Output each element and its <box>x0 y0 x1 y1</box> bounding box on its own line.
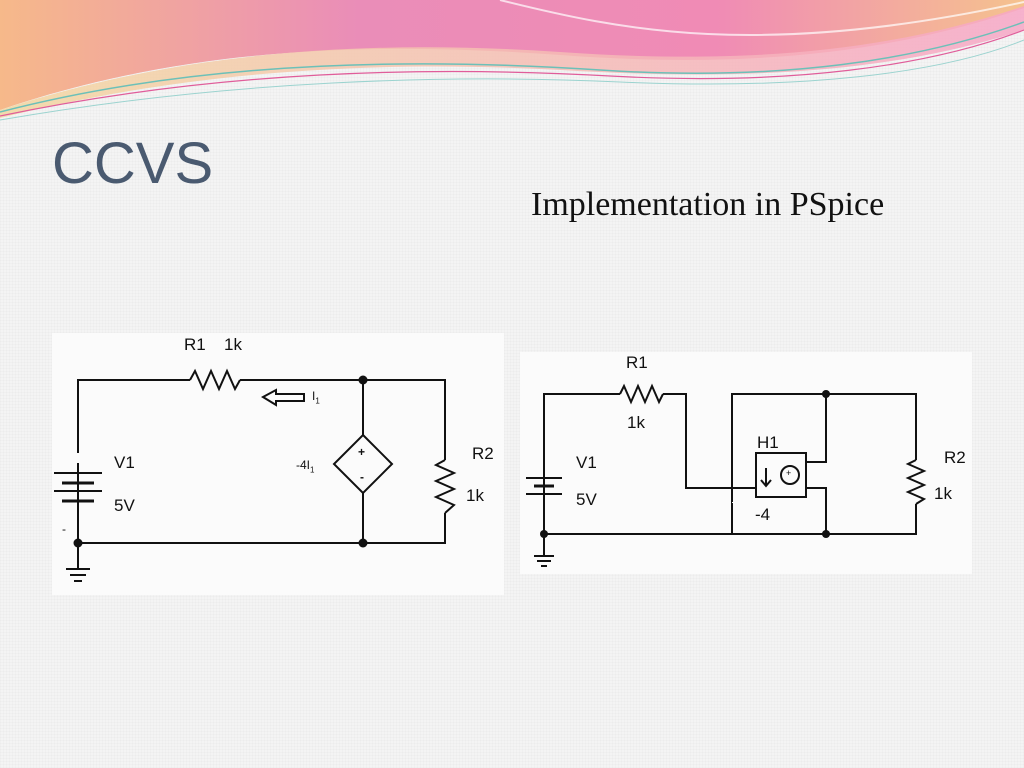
source-minus-label: - <box>360 470 364 484</box>
r1-name-label: R1 <box>184 335 206 354</box>
h1-source-circle-icon <box>780 465 800 485</box>
resistor-r2-icon <box>433 459 457 514</box>
ccvs-diamond-icon <box>332 433 394 495</box>
left-circuit-diagram: R1 1k I1 V1 5V - -4I1 + - R2 1k <box>52 333 504 595</box>
r1-value-label: 1k <box>224 335 242 354</box>
r2-name-label: R2 <box>944 448 966 467</box>
source-value-label: -4I1 <box>296 458 315 475</box>
current-label: I1 <box>312 389 320 406</box>
ground-icon <box>534 555 554 567</box>
wire-top-left <box>77 379 190 543</box>
junction-dot <box>73 538 83 548</box>
wire-h1-output-loop <box>731 393 827 534</box>
junction-dot <box>358 375 368 385</box>
right-circuit-schematic <box>526 383 927 567</box>
ground-icon <box>66 568 90 582</box>
h1-plus-label: + <box>786 468 792 478</box>
h1-name-label: H1 <box>757 433 779 452</box>
wire-bottom <box>544 504 917 535</box>
current-arrow-icon <box>260 388 305 407</box>
v1-value-label: 5V <box>576 490 597 509</box>
v1-name-label: V1 <box>114 453 135 472</box>
junction-dot <box>358 538 368 548</box>
resistor-r2-icon <box>905 459 927 505</box>
junction-dot <box>822 390 830 398</box>
junction-dot <box>540 530 548 538</box>
slide-subtitle: Implementation in PSpice <box>531 186 885 223</box>
r2-value-label: 1k <box>934 484 952 503</box>
junction-dot <box>822 530 830 538</box>
h1-component-icon <box>755 452 807 498</box>
v1-value-label: 5V <box>114 496 135 515</box>
left-circuit-schematic <box>54 368 457 582</box>
wire-top-right <box>826 393 917 460</box>
r1-name-label: R1 <box>626 353 648 372</box>
r2-name-label: R2 <box>472 444 494 463</box>
resistor-r1-icon <box>189 368 241 392</box>
source-plus-label: + <box>358 445 366 459</box>
v1-name-label: V1 <box>576 453 597 472</box>
h1-gain-label: -4 <box>755 505 771 524</box>
header-wave-decoration <box>0 0 1024 121</box>
wire-h1-sense-out <box>806 487 827 534</box>
r1-value-label: 1k <box>627 413 645 432</box>
v1-minus-label: - <box>62 522 66 536</box>
right-circuit-diagram: R1 1k V1 5V H1 -4 + R2 1k <box>520 352 972 574</box>
slide-title: CCVS <box>52 131 214 196</box>
wire-to-h1-sense <box>663 393 756 489</box>
resistor-r1-icon <box>619 383 664 405</box>
wire-bottom <box>78 513 446 544</box>
wire-top-right <box>240 379 446 460</box>
r2-value-label: 1k <box>466 486 484 505</box>
h1-sense-arrow-icon <box>760 468 772 488</box>
